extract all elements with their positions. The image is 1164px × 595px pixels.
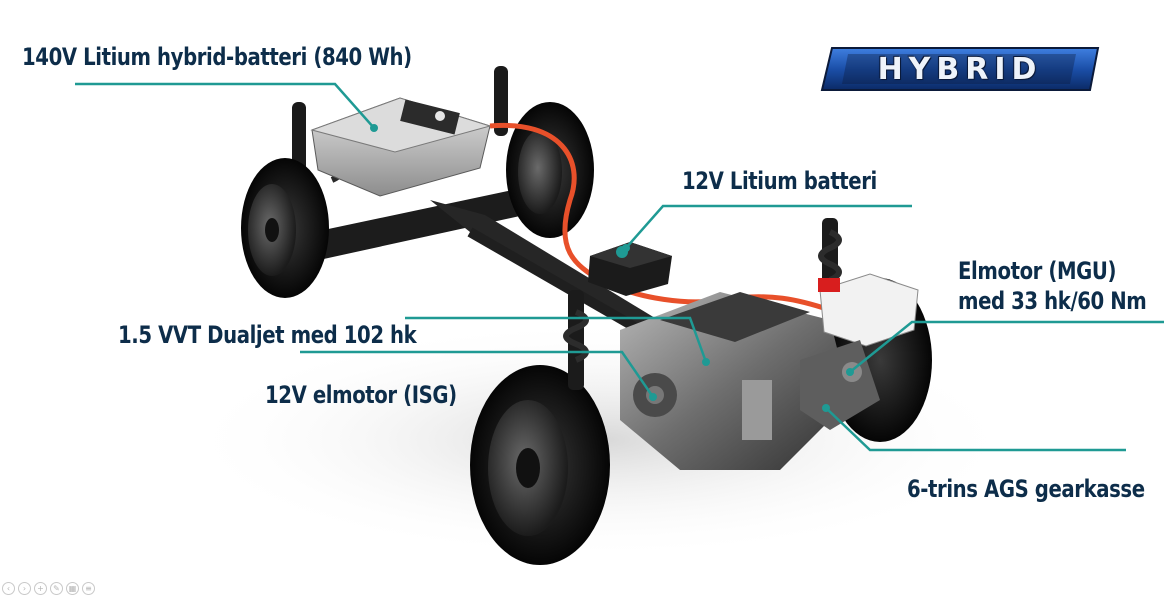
arrow-left-icon[interactable]: ‹ — [2, 582, 15, 595]
leader-mgu — [849, 320, 1164, 373]
grid-icon[interactable]: ▦ — [66, 582, 79, 595]
hybrid-badge-shape — [820, 47, 1100, 91]
pen-icon[interactable]: ✎ — [50, 582, 63, 595]
hybrid-battery-pack — [310, 97, 492, 197]
rear-left-wheel — [241, 158, 329, 298]
engine-block — [620, 292, 850, 470]
leader-dots — [370, 124, 854, 412]
leader-gearbox — [825, 407, 1126, 452]
label-gearbox: 6-trins AGS gearkasse — [907, 475, 1145, 503]
leader-battery12 — [625, 204, 912, 249]
front-left-wheel — [470, 365, 610, 565]
hybrid-badge-text: HYBRID — [877, 51, 1043, 87]
menu-icon[interactable]: ≡ — [82, 582, 95, 595]
hybrid-badge: HYBRID — [822, 48, 1098, 90]
front-suspension — [563, 218, 842, 390]
leader-battery140 — [75, 82, 375, 129]
label-140v-battery: 140V Litium hybrid-batteri (840 Wh) — [22, 43, 412, 71]
rear-axle — [292, 66, 655, 330]
drive-shaft — [467, 227, 643, 335]
leader-isg — [300, 350, 655, 398]
label-mgu-line1: Elmotor (MGU) — [958, 257, 1117, 285]
label-12v-battery: 12V Litium batteri — [682, 167, 877, 195]
zoom-icon[interactable]: + — [34, 582, 47, 595]
car-battery — [818, 273, 919, 347]
rear-right-wheel — [506, 102, 594, 238]
label-engine: 1.5 VVT Dualjet med 102 hk — [118, 321, 417, 349]
leader-engine — [405, 316, 708, 363]
label-isg: 12V elmotor (ISG) — [265, 381, 457, 409]
arrow-right-icon[interactable]: › — [18, 582, 31, 595]
slide-controls: ‹ › + ✎ ▦ ≡ — [2, 582, 95, 595]
label-mgu-line2: med 33 hk/60 Nm — [958, 287, 1147, 315]
leader-lines — [75, 82, 1164, 452]
label-mgu: Elmotor (MGU) med 33 hk/60 Nm — [958, 256, 1147, 316]
